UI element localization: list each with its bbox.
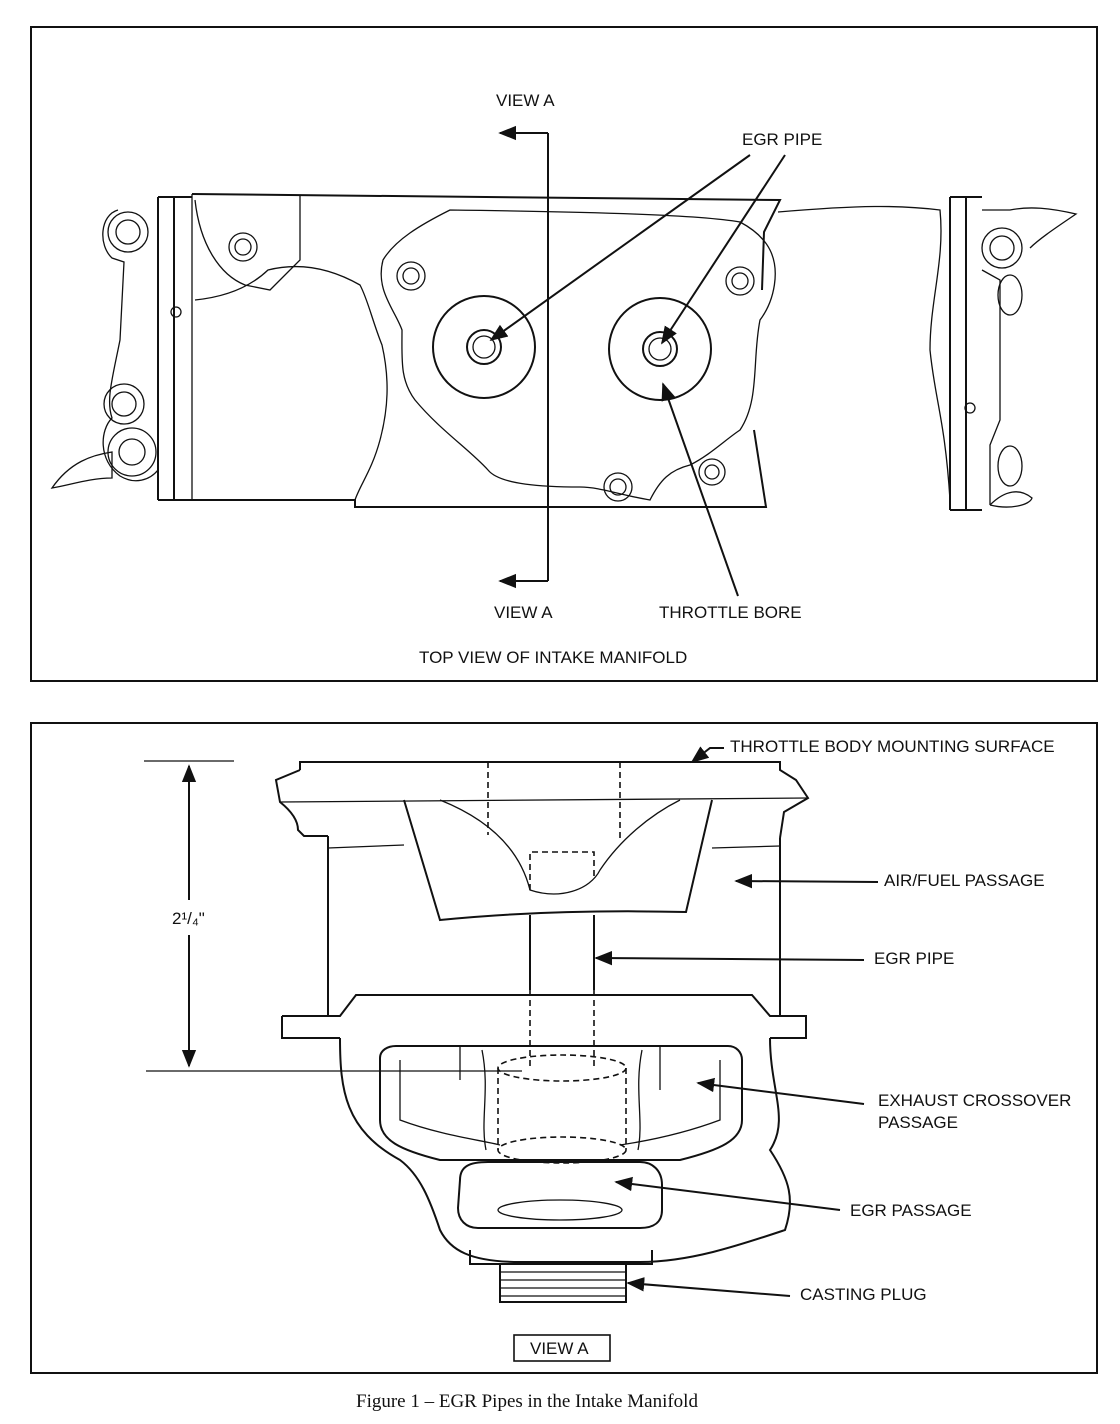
top-panel-title: TOP VIEW OF INTAKE MANIFOLD (419, 648, 687, 667)
mounting-surface-label: THROTTLE BODY MOUNTING SURFACE (730, 737, 1055, 756)
exhaust-crossover-leader (696, 1077, 865, 1105)
view-a-box-label: VIEW A (530, 1339, 589, 1358)
figure-caption: Figure 1 – EGR Pipes in the Intake Manif… (356, 1391, 698, 1412)
view-a-box (513, 1334, 611, 1362)
egr-pipe-label-top: EGR PIPE (742, 130, 822, 149)
mounting-surface-leader (690, 746, 724, 764)
top-panel-frame (30, 26, 1098, 682)
throttle-bore-leader (661, 382, 739, 597)
bottom-panel-frame (30, 722, 1098, 1374)
dimension-label: 2¹/₄" (172, 909, 205, 928)
exhaust-crossover-label-line1: EXHAUST CROSSOVER (878, 1091, 1071, 1110)
egr-pipe-leader-bottom (594, 950, 865, 966)
intake-manifold-section-drawing (274, 761, 810, 1303)
casting-plug-label: CASTING PLUG (800, 1285, 927, 1304)
top-view-panel: VIEW A EGR PIPE VIEW A THROTTLE BORE TOP… (30, 26, 1098, 682)
view-a-top-label: VIEW A (496, 91, 555, 110)
egr-passage-leader (614, 1176, 841, 1211)
casting-plug-leader (626, 1277, 791, 1297)
intake-manifold-top-drawing (50, 193, 1078, 511)
throttle-bore-label: THROTTLE BORE (659, 603, 802, 622)
exhaust-crossover-label-line2: PASSAGE (878, 1113, 958, 1132)
air-fuel-passage-label: AIR/FUEL PASSAGE (884, 871, 1045, 890)
view-a-panel: 2¹/₄" THROTTLE BODY MOUNTING SURFACE AIR… (30, 722, 1098, 1374)
egr-pipe-label-bottom: EGR PIPE (874, 949, 954, 968)
air-fuel-leader (734, 873, 879, 889)
egr-pipe-leader-right (661, 154, 786, 345)
height-dimension: 2¹/₄" (144, 760, 522, 1072)
egr-pipe-leader-left (489, 154, 751, 342)
egr-passage-label: EGR PASSAGE (850, 1201, 972, 1220)
view-a-bottom-label: VIEW A (494, 603, 553, 622)
